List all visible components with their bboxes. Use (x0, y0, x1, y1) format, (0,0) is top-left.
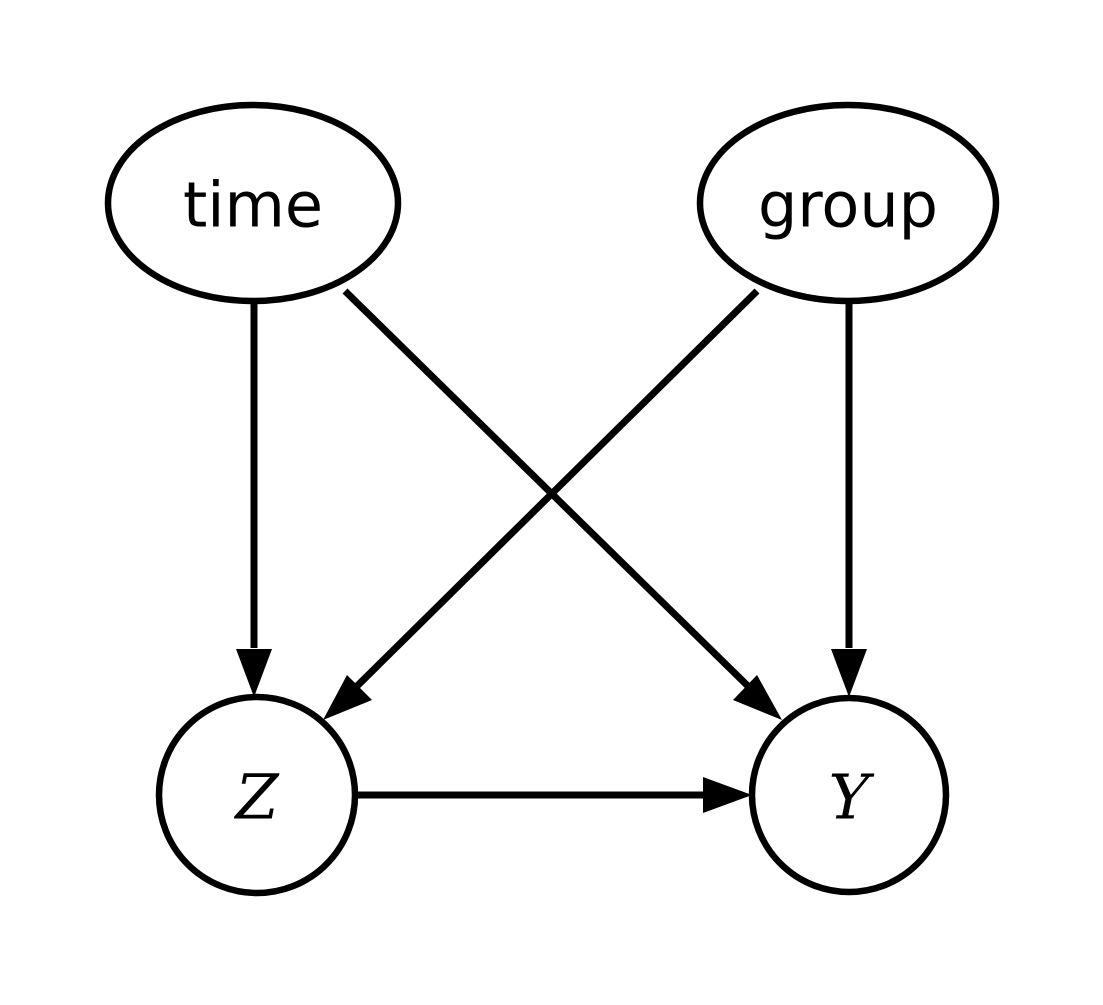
node-y[interactable]: Y (748, 694, 950, 896)
edge-time-to-y-arrowhead (733, 675, 782, 720)
node-y-circle (748, 694, 950, 896)
node-time-ellipse (104, 101, 402, 305)
node-time[interactable]: time (104, 101, 402, 305)
node-group-label: group (758, 169, 938, 242)
edge-group-to-z-arrowhead (323, 675, 372, 720)
node-group[interactable]: group (696, 101, 1000, 305)
node-time-label: time (183, 169, 323, 242)
edge-time-to-z-arrowhead (236, 649, 272, 697)
edge-group-to-y-arrowhead (831, 649, 867, 697)
edge-time-to-z[interactable] (236, 301, 272, 697)
node-group-ellipse (696, 101, 1000, 305)
edge-group-to-z-line (347, 288, 760, 696)
node-z[interactable]: Z (155, 693, 359, 897)
node-z-label: Z (233, 761, 279, 834)
edge-time-to-y[interactable] (342, 288, 782, 720)
node-z-circle (155, 693, 359, 897)
node-y-label: Y (829, 761, 875, 834)
edge-z-to-y-arrowhead (703, 777, 752, 813)
edge-group-to-y[interactable] (831, 301, 867, 697)
edge-group-to-z[interactable] (323, 288, 760, 720)
edge-z-to-y[interactable] (356, 777, 752, 813)
